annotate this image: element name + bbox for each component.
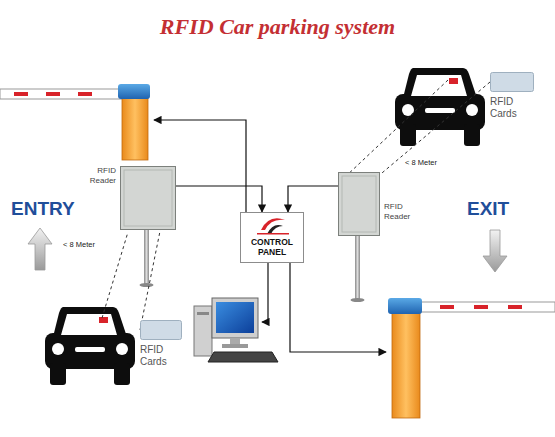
entry-arrow	[28, 228, 52, 270]
rfid-ray	[376, 82, 490, 178]
exit-barrier	[388, 298, 555, 418]
rfid-card: RFID Cards	[490, 72, 534, 92]
control-panel: CONTROL PANEL	[240, 212, 304, 263]
rfid-reader-shape	[338, 172, 380, 236]
car	[395, 68, 485, 146]
card-label: RFID Cards	[140, 344, 184, 368]
car	[45, 307, 135, 385]
rfid-card-shape	[140, 320, 182, 340]
signal-arrow	[290, 262, 386, 352]
title: RFID Car parking system	[0, 14, 555, 40]
reader-label: RFID Reader	[76, 166, 116, 185]
panel-label: CONTROL PANEL	[244, 237, 300, 257]
rfid-card: RFID Cards	[140, 320, 182, 340]
distance-label: < 8 Meter	[404, 158, 438, 167]
card-label: RFID Cards	[490, 96, 534, 120]
entry-label: ENTRY	[10, 198, 76, 220]
pole-base	[351, 298, 365, 302]
rfid-reader-shape	[120, 166, 176, 230]
rfid-reader: RFID Reader	[338, 172, 380, 236]
signal-arrow	[176, 186, 262, 212]
distance-label: < 8 Meter	[62, 240, 96, 249]
rfid-reader: RFID Reader	[120, 166, 176, 230]
signal-arrow	[262, 262, 268, 322]
pole-base	[140, 283, 154, 287]
rfid-ray	[344, 80, 448, 178]
reader-pole	[355, 233, 360, 299]
exit-arrow	[483, 230, 507, 272]
entry-barrier	[0, 84, 150, 160]
exit-label: EXIT	[466, 198, 510, 220]
rfid-ray	[102, 232, 128, 318]
signal-arrow	[288, 186, 338, 212]
computer	[194, 298, 278, 362]
rfid-card-shape	[490, 72, 534, 92]
panel-logo	[257, 218, 289, 234]
reader-label: RFID Reader	[384, 202, 424, 221]
reader-pole	[144, 228, 149, 284]
